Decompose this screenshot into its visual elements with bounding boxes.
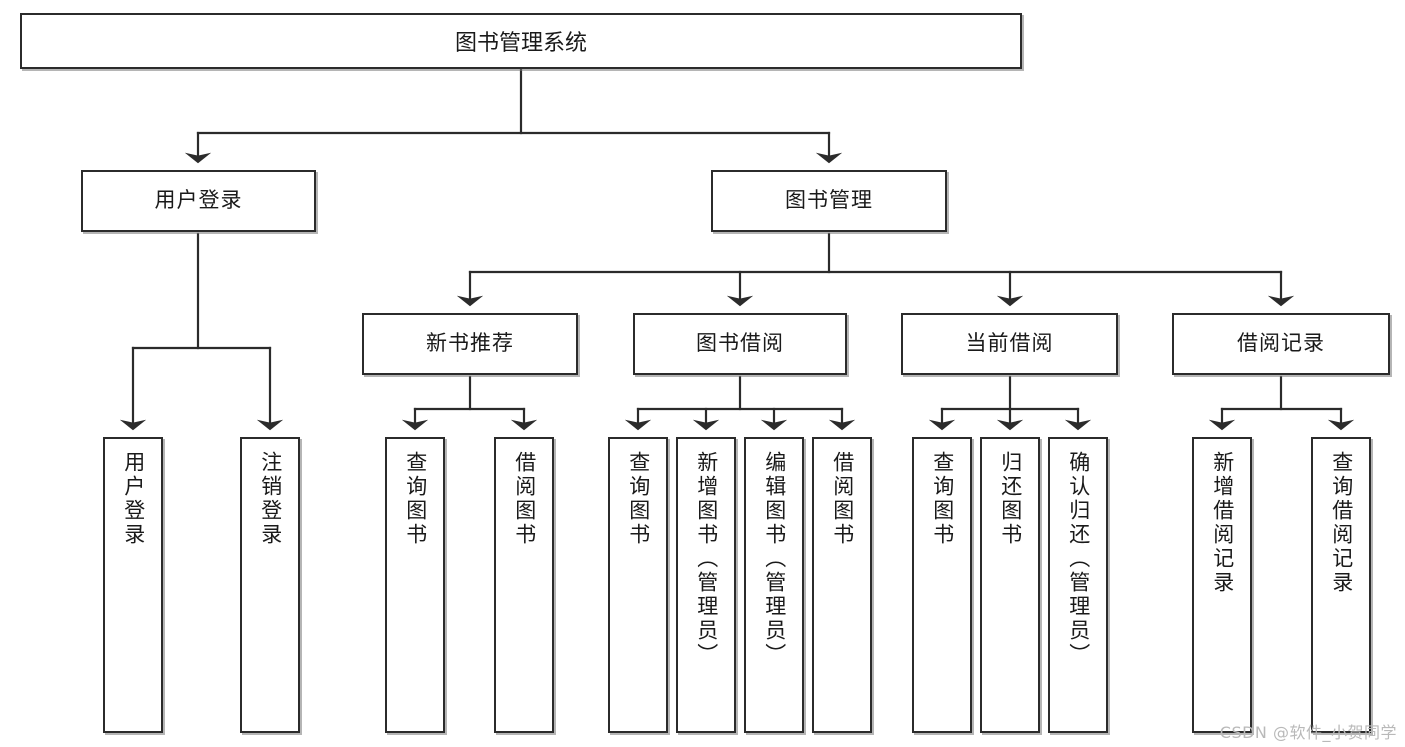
leaf-label: 查询图书 (930, 451, 955, 547)
leaf-borrow-record-add[interactable]: 新增借阅记录 (1192, 437, 1252, 733)
leaf-label: 归还图书 (998, 451, 1023, 547)
leaf-label: 借阅图书 (512, 451, 537, 547)
leaf-label: 新增图书（管理员） (694, 451, 719, 667)
leaf-book-borrow-add[interactable]: 新增图书（管理员） (676, 437, 736, 733)
leaf-label: 注销登录 (258, 451, 283, 547)
leaf-book-borrow-borrow[interactable]: 借阅图书 (812, 437, 872, 733)
leaf-label: 新增借阅记录 (1210, 451, 1235, 595)
node-user-login[interactable]: 用户登录 (81, 170, 316, 232)
node-book-management[interactable]: 图书管理 (711, 170, 947, 232)
node-book-borrow[interactable]: 图书借阅 (633, 313, 847, 375)
node-root-system[interactable]: 图书管理系统 (20, 13, 1022, 69)
leaf-current-borrow-query[interactable]: 查询图书 (912, 437, 972, 733)
leaf-label: 查询图书 (626, 451, 651, 547)
leaf-user-login-logout[interactable]: 注销登录 (240, 437, 300, 733)
leaf-new-book-query[interactable]: 查询图书 (385, 437, 445, 733)
leaf-label: 查询借阅记录 (1329, 451, 1354, 595)
leaf-label: 借阅图书 (830, 451, 855, 547)
node-new-book-recommend[interactable]: 新书推荐 (362, 313, 578, 375)
leaf-label: 用户登录 (121, 451, 146, 547)
leaf-book-borrow-query[interactable]: 查询图书 (608, 437, 668, 733)
node-current-borrow[interactable]: 当前借阅 (901, 313, 1118, 375)
leaf-borrow-record-query[interactable]: 查询借阅记录 (1311, 437, 1371, 733)
node-borrow-record[interactable]: 借阅记录 (1172, 313, 1390, 375)
leaf-current-borrow-return[interactable]: 归还图书 (980, 437, 1040, 733)
leaf-new-book-borrow[interactable]: 借阅图书 (494, 437, 554, 733)
leaf-current-borrow-confirm-return[interactable]: 确认归还（管理员） (1048, 437, 1108, 733)
leaf-user-login-login[interactable]: 用户登录 (103, 437, 163, 733)
leaf-label: 查询图书 (403, 451, 428, 547)
leaf-label: 编辑图书（管理员） (762, 451, 787, 667)
leaf-label: 确认归还（管理员） (1066, 451, 1091, 667)
leaf-book-borrow-edit[interactable]: 编辑图书（管理员） (744, 437, 804, 733)
watermark: CSDN @软件_小贺同学 (1219, 723, 1397, 742)
